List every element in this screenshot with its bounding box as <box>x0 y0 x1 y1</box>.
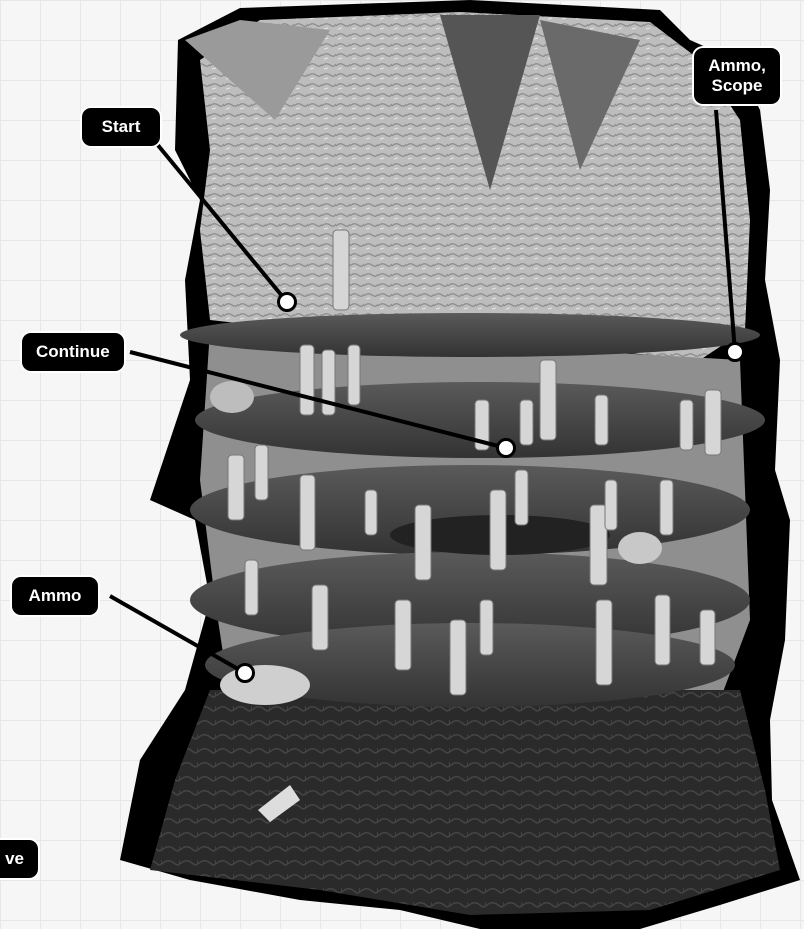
platform-tier <box>180 313 760 357</box>
start-marker[interactable] <box>277 292 297 312</box>
callout-ammo-scope: Ammo, Scope <box>694 48 780 104</box>
boulder <box>210 381 254 413</box>
pillar <box>700 610 715 665</box>
callout-continue: Continue <box>22 333 124 371</box>
ammo-scope-marker[interactable] <box>725 342 745 362</box>
pillar <box>333 230 349 310</box>
pillar <box>228 455 244 520</box>
pillar <box>365 490 377 535</box>
pillar <box>300 475 315 550</box>
pillar <box>515 470 528 525</box>
pillar <box>490 490 506 570</box>
pillar <box>605 480 617 530</box>
pillar <box>705 390 721 455</box>
ammo-marker[interactable] <box>235 663 255 683</box>
pillar <box>660 480 673 535</box>
pillar <box>415 505 431 580</box>
callout-offscreen: ve <box>0 840 38 878</box>
pillar <box>300 345 314 415</box>
boulder <box>618 532 662 564</box>
pillar <box>680 400 693 450</box>
pillar <box>596 600 612 685</box>
callout-start: Start <box>82 108 160 146</box>
pillar <box>395 600 411 670</box>
pillar <box>520 400 533 445</box>
continue-marker[interactable] <box>496 438 516 458</box>
boulder <box>220 665 310 705</box>
pillar <box>480 600 493 655</box>
pillar <box>312 585 328 650</box>
pillar <box>245 560 258 615</box>
pillar <box>590 505 607 585</box>
pillar <box>348 345 360 405</box>
pillar <box>540 360 556 440</box>
callout-ammo: Ammo <box>12 577 98 615</box>
pillar <box>595 395 608 445</box>
pillar <box>655 595 670 665</box>
pillar <box>255 445 268 500</box>
pillar <box>450 620 466 695</box>
